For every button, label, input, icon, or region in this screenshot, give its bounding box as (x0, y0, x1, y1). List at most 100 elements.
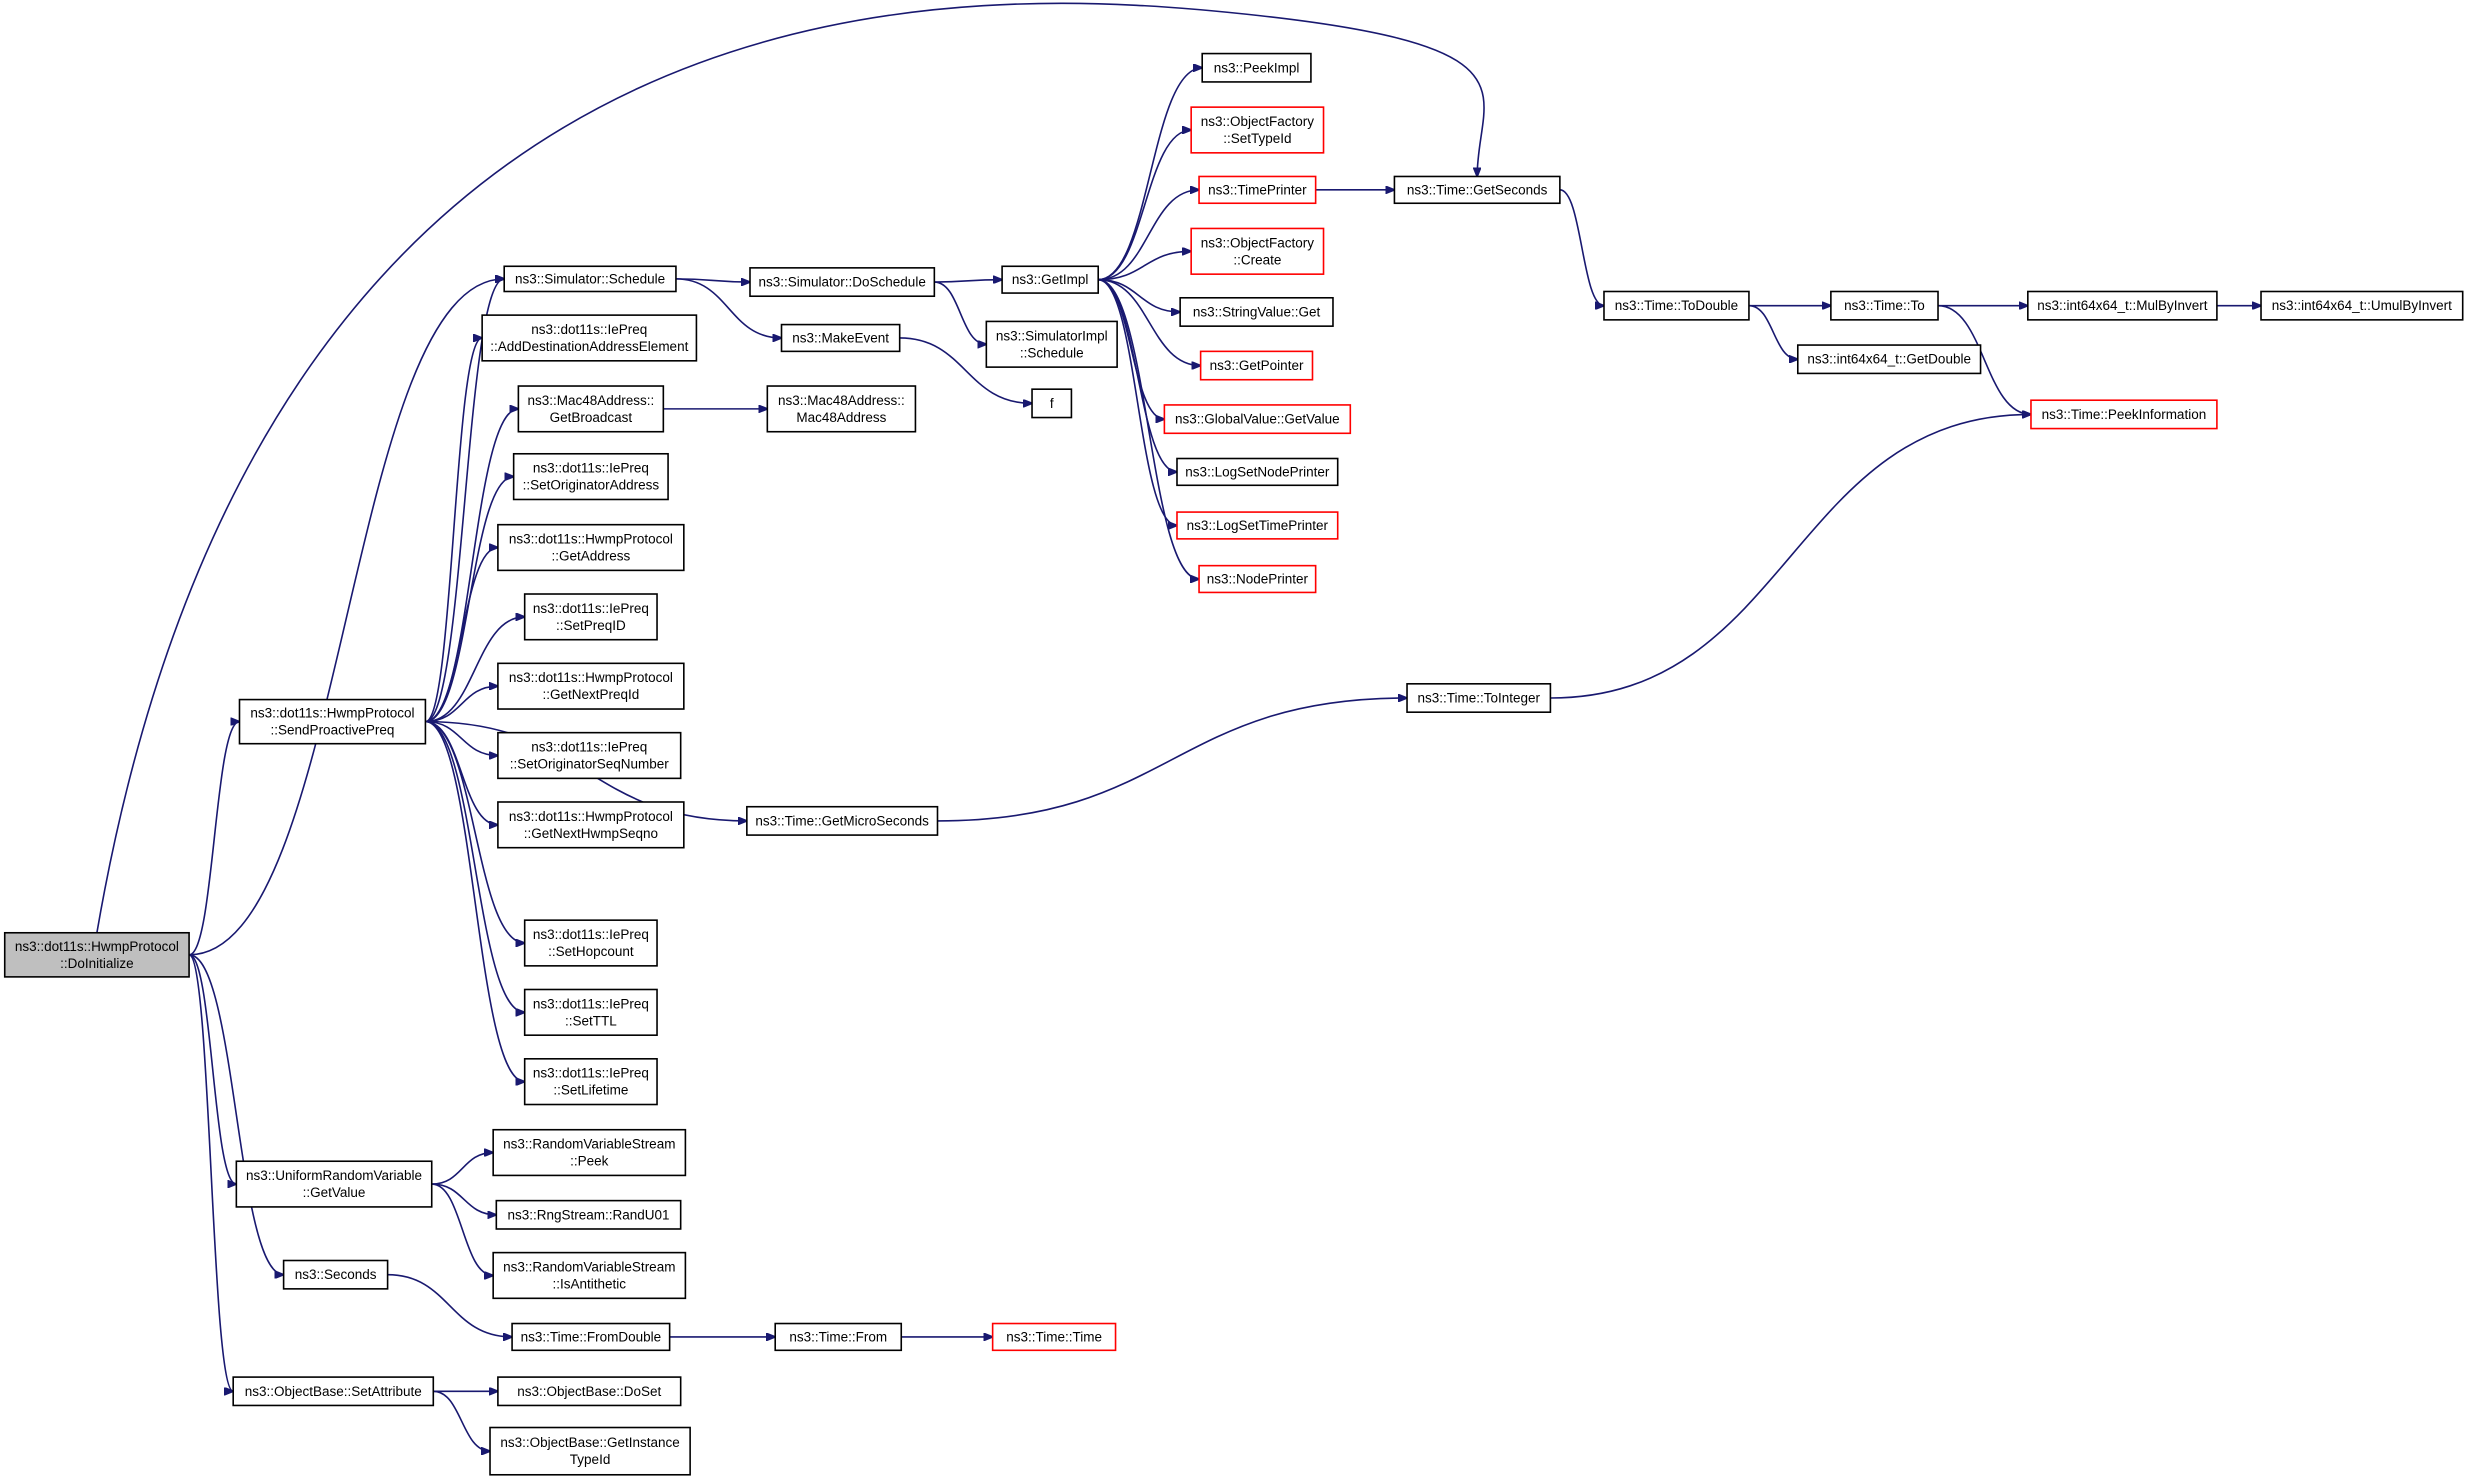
graph-node-logsetnode[interactable]: ns3::LogSetNodePrinter (1176, 457, 1339, 487)
graph-node-doset[interactable]: ns3::ObjectBase::DoSet (497, 1376, 682, 1407)
node-label: ns3::dot11s::IePreq (533, 601, 649, 616)
edge-getimpl-ofsettype (1098, 130, 1191, 281)
node-box (749, 267, 936, 298)
graph-node-getptr[interactable]: ns3::GetPointer (1199, 350, 1314, 381)
node-label: f (1050, 396, 1054, 411)
node-box (1001, 265, 1100, 294)
graph-node-fromdouble[interactable]: ns3::Time::FromDouble (511, 1322, 671, 1352)
node-label: ns3::LogSetTimePrinter (1187, 518, 1329, 533)
graph-node-toint[interactable]: ns3::Time::ToInteger (1406, 683, 1552, 713)
node-box (1796, 344, 1982, 375)
edge-urv-rvspeek (431, 1153, 493, 1185)
graph-node-timefrom[interactable]: ns3::Time::From (774, 1322, 903, 1352)
edge-sendpro-setorigseq (425, 720, 497, 756)
node-label: ns3::int64x64_t::GetDouble (1807, 352, 1971, 367)
edge-urv-isanti (431, 1183, 493, 1275)
edge-getimpl-logsetnode (1098, 278, 1177, 472)
node-label: ns3::dot11s::HwmpProtocol (250, 706, 414, 721)
node-box (497, 731, 682, 780)
graph-node-peekinfo[interactable]: ns3::Time::PeekInformation (2030, 399, 2218, 430)
graph-node-strget[interactable]: ns3::StringValue::Get (1179, 296, 1334, 327)
node-label: ::IsAntithetic (553, 1276, 627, 1291)
graph-node-timeprinter[interactable]: ns3::TimePrinter (1198, 175, 1317, 205)
node-label: ns3::dot11s::HwmpProtocol (15, 939, 179, 954)
graph-node-adddest[interactable]: ns3::dot11s::IePreq::AddDestinationAddre… (481, 314, 698, 362)
node-label: ns3::NodePrinter (1207, 572, 1309, 587)
graph-node-ofcreate[interactable]: ns3::ObjectFactory::Create (1190, 227, 1325, 275)
node-label: ::SetOriginatorAddress (523, 478, 660, 493)
graph-node-getbcast[interactable]: ns3::Mac48Address::GetBroadcast (517, 385, 665, 433)
node-label: ns3::Time::From (789, 1329, 887, 1344)
edge-getimpl-logsettime (1098, 278, 1177, 526)
graph-node-umulbyinv[interactable]: ns3::int64x64_t::UmulByInvert (2260, 290, 2464, 321)
node-box (985, 320, 1118, 368)
edge-setattr-getinst (433, 1390, 490, 1451)
edge-sched-makeevent (675, 278, 782, 338)
node-label: ns3::Simulator::Schedule (515, 271, 665, 286)
node-label: ns3::ObjectBase::SetAttribute (245, 1384, 422, 1399)
node-box (1176, 511, 1339, 540)
edge-sendpro-gethop (425, 720, 524, 943)
graph-node-getimpl[interactable]: ns3::GetImpl (1001, 265, 1100, 294)
node-box (1199, 350, 1314, 381)
node-box (492, 1251, 687, 1300)
node-box (1603, 290, 1750, 321)
node-box (1190, 227, 1325, 275)
node-label: ns3::ObjectBase::DoSet (517, 1384, 661, 1399)
node-box (1190, 106, 1325, 154)
graph-node-todouble[interactable]: ns3::Time::ToDouble (1603, 290, 1750, 321)
graph-node-setorig[interactable]: ns3::dot11s::IePreq::SetOriginatorAddres… (512, 452, 669, 501)
graph-node-isanti[interactable]: ns3::RandomVariableStream::IsAntithetic (492, 1251, 687, 1300)
graph-node-setttl[interactable]: ns3::dot11s::IePreq::SetTTL (523, 988, 658, 1036)
graph-node-setpreqid[interactable]: ns3::dot11s::IePreq::SetPreqID (523, 593, 658, 641)
graph-node-getaddr[interactable]: ns3::dot11s::HwmpProtocol::GetAddress (497, 523, 685, 572)
graph-node-setattr[interactable]: ns3::ObjectBase::SetAttribute (232, 1376, 435, 1407)
edge-getimpl-peekimpl (1098, 68, 1202, 281)
graph-node-getsec[interactable]: ns3::Time::GetSeconds (1393, 175, 1561, 205)
node-label: ns3::ObjectFactory (1201, 235, 1315, 250)
node-box (780, 323, 901, 353)
node-box (774, 1322, 903, 1352)
graph-node-sendpro[interactable]: ns3::dot11s::HwmpProtocol::SendProactive… (238, 698, 427, 745)
node-label: ::GetAddress (551, 549, 630, 564)
graph-node-peekimpl[interactable]: ns3::PeekImpl (1201, 52, 1312, 83)
node-label: ns3::PeekImpl (1214, 60, 1300, 75)
graph-node-setorigseq[interactable]: ns3::dot11s::IePreq::SetOriginatorSeqNum… (497, 731, 682, 780)
node-box (1406, 683, 1552, 713)
graph-node-dosched[interactable]: ns3::Simulator::DoSchedule (749, 267, 936, 298)
graph-node-getnextpreq[interactable]: ns3::dot11s::HwmpProtocol::GetNextPreqId (497, 662, 685, 710)
graph-node-getmicro[interactable]: ns3::Time::GetMicroSeconds (746, 805, 939, 836)
graph-node-getdouble[interactable]: ns3::int64x64_t::GetDouble (1796, 344, 1982, 375)
node-label: ::SetTTL (565, 1013, 617, 1028)
edge-sendpro-setlife (425, 720, 524, 1082)
graph-node-timetime[interactable]: ns3::Time::Time (991, 1322, 1117, 1352)
graph-node-simimplsched[interactable]: ns3::SimulatorImpl::Schedule (985, 320, 1118, 368)
graph-node-mac48[interactable]: ns3::Mac48Address::Mac48Address (766, 385, 917, 433)
node-box (2260, 290, 2464, 321)
graph-node-f[interactable]: f (1031, 388, 1073, 419)
graph-node-logsettime[interactable]: ns3::LogSetTimePrinter (1176, 511, 1339, 540)
graph-node-urv[interactable]: ns3::UniformRandomVariable::GetValue (235, 1160, 433, 1208)
graph-node-doinit[interactable]: ns3::dot11s::HwmpProtocol::DoInitialize (3, 931, 190, 978)
graph-node-nodeprinter[interactable]: ns3::NodePrinter (1198, 564, 1317, 594)
graph-node-randu01[interactable]: ns3::RngStream::RandU01 (495, 1199, 682, 1230)
node-box (1393, 175, 1561, 205)
graph-node-gethop[interactable]: ns3::dot11s::IePreq::SetHopcount (523, 919, 658, 967)
graph-node-seconds[interactable]: ns3::Seconds (282, 1259, 389, 1290)
node-box (991, 1322, 1117, 1352)
graph-node-rvspeek[interactable]: ns3::RandomVariableStream::Peek (492, 1128, 687, 1177)
graph-node-setlife[interactable]: ns3::dot11s::IePreq::SetLifetime (523, 1058, 658, 1106)
graph-node-getnexthwmp[interactable]: ns3::dot11s::HwmpProtocol::GetNextHwmpSe… (497, 801, 685, 849)
edge-doinit-sched (189, 279, 504, 956)
node-label: ns3::dot11s::HwmpProtocol (509, 670, 673, 685)
node-label: ns3::SimulatorImpl (996, 328, 1108, 343)
graph-node-gvget[interactable]: ns3::GlobalValue::GetValue (1163, 404, 1352, 435)
edge-doinit-setattr (188, 954, 233, 1391)
graph-node-sched[interactable]: ns3::Simulator::Schedule (503, 265, 677, 293)
graph-node-ofsettype[interactable]: ns3::ObjectFactory::SetTypeId (1190, 106, 1325, 154)
graph-node-mulbyinv[interactable]: ns3::int64x64_t::MulByInvert (2027, 290, 2218, 321)
graph-node-makeevent[interactable]: ns3::MakeEvent (780, 323, 901, 353)
graph-node-timeto[interactable]: ns3::Time::To (1830, 290, 1939, 321)
